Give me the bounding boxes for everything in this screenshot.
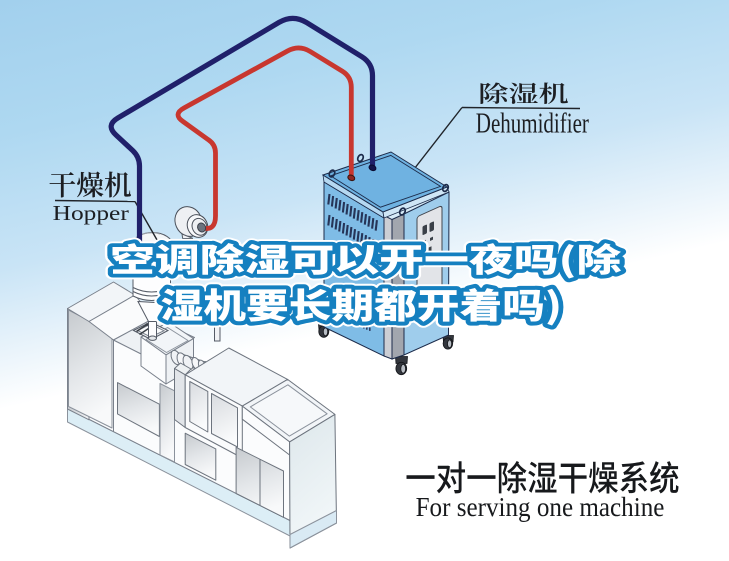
svg-text:Dehumidifier: Dehumidifier <box>476 108 589 139</box>
svg-text:Hopper: Hopper <box>53 201 129 225</box>
svg-text:For serving one machine: For serving one machine <box>416 492 665 522</box>
